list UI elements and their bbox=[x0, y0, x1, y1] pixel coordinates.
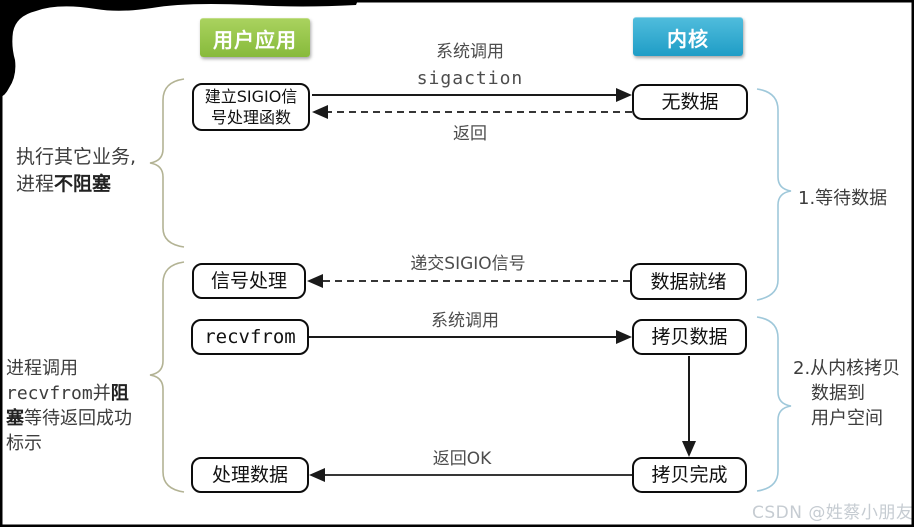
note-blocking-recvfrom: 进程调用 recvfrom并阻 塞等待返回成功 标示 bbox=[6, 356, 132, 456]
note1-line1: 执行其它业务, bbox=[16, 146, 137, 168]
arrow-return-ok bbox=[309, 468, 632, 482]
arrow-return bbox=[312, 105, 632, 119]
note-non-blocking: 执行其它业务, 进程不阻塞 bbox=[16, 144, 136, 198]
node-setup-line2: 号处理函数 bbox=[210, 108, 291, 127]
watermark: CSDN @姓蔡小朋友 bbox=[752, 503, 914, 523]
kernel-header: 内核 bbox=[633, 17, 743, 56]
note-copy-line2: 数据到 bbox=[811, 383, 865, 404]
arrow-copy-progress bbox=[682, 356, 696, 457]
node-signal-handle: 信号处理 bbox=[192, 263, 306, 299]
node-data-ready: 数据就绪 bbox=[630, 263, 747, 300]
brace-left-non-blocking bbox=[149, 78, 185, 248]
note2-line1: 进程调用 bbox=[6, 358, 78, 379]
note2-line2-mono: recvfrom bbox=[6, 383, 93, 404]
node-process-data: 处理数据 bbox=[191, 457, 309, 493]
arrow-deliver-sigio bbox=[307, 274, 630, 288]
note1-line2-bold: 不阻塞 bbox=[54, 173, 112, 195]
note2-line3-bold: 塞 bbox=[6, 408, 24, 429]
node-no-data: 无数据 bbox=[632, 84, 748, 120]
note-copy-line3: 用户空间 bbox=[811, 408, 883, 429]
node-recvfrom: recvfrom bbox=[191, 319, 309, 355]
note2-line4: 标示 bbox=[6, 433, 42, 454]
arrow-syscall-recvfrom bbox=[309, 330, 632, 344]
label-return: 返回 bbox=[453, 124, 487, 144]
label-return-ok: 返回OK bbox=[432, 449, 492, 469]
brace-right-copy-data bbox=[756, 316, 792, 492]
note1-line2-normal: 进程 bbox=[16, 173, 55, 195]
note-wait-for-data: 1.等待数据 bbox=[798, 188, 888, 209]
label-deliver-sigio: 递交SIGIO信号 bbox=[410, 254, 526, 274]
brace-left-blocking bbox=[149, 261, 185, 493]
arrow-syscall-sigaction bbox=[312, 88, 632, 102]
node-copy-done: 拷贝完成 bbox=[632, 457, 747, 493]
node-setup-sigio-handler: 建立SIGIO信 号处理函数 bbox=[192, 83, 310, 131]
note-copy-line1: 2.从内核拷贝 bbox=[793, 358, 901, 379]
user-app-header: 用户应用 bbox=[200, 18, 310, 57]
label-syscall-sigaction-line1: 系统调用 bbox=[436, 42, 504, 62]
note2-line2-normal: 并 bbox=[92, 383, 111, 404]
label-syscall-sigaction-line2: sigaction bbox=[416, 68, 524, 89]
node-setup-line1: 建立SIGIO信 bbox=[204, 87, 298, 106]
label-syscall-recvfrom: 系统调用 bbox=[431, 311, 499, 331]
node-copy-data: 拷贝数据 bbox=[632, 319, 747, 355]
note2-line3-normal: 等待返回成功 bbox=[24, 408, 132, 429]
note-copy-kernel-to-user: 2.从内核拷贝 数据到 用户空间 bbox=[793, 356, 900, 431]
note2-line2-bold: 阻 bbox=[110, 383, 129, 404]
brace-right-wait-data bbox=[756, 88, 792, 301]
